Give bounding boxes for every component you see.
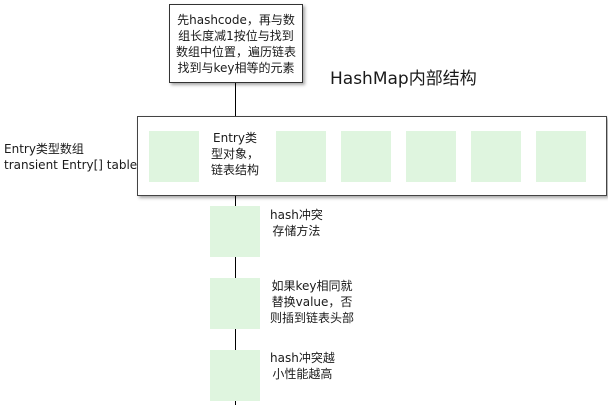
- entry-label-line: Entry类: [213, 131, 257, 145]
- chain-note: hash冲突 存储方法: [270, 207, 323, 239]
- chain-note-line: 则插到链表头部: [270, 311, 355, 325]
- chain-note-line: hash冲突越: [270, 351, 335, 365]
- array-label-line: transient Entry[] table;: [4, 158, 142, 172]
- note-line: 组长度减1按位与找到: [178, 29, 294, 43]
- chain-node: [210, 206, 260, 257]
- array-cell: [536, 131, 586, 182]
- entry-cell-label: Entry类 型对象， 链表结构: [206, 130, 264, 178]
- chain-note-line: 替换value，否: [271, 295, 353, 309]
- chain-note: hash冲突越 小性能越高: [270, 350, 335, 382]
- entry-array: [137, 116, 607, 196]
- diagram-title: HashMap内部结构: [330, 69, 477, 89]
- array-cell: [149, 131, 199, 182]
- chain-node: [210, 278, 260, 329]
- chain-note-line: 如果key相同就: [271, 279, 353, 293]
- lookup-note-box: 先hashcode，再与数 组长度减1按位与找到 数组中位置，遍历链表 找到与k…: [169, 4, 303, 83]
- chain-note: 如果key相同就 替换value，否 则插到链表头部: [270, 278, 354, 326]
- array-cell: [276, 131, 326, 182]
- connector-top: [235, 83, 236, 116]
- array-cell: [341, 131, 391, 182]
- entry-label-line: 链表结构: [210, 163, 259, 177]
- chain-node: [210, 350, 260, 401]
- array-cell: [406, 131, 456, 182]
- note-line: 数组中位置，遍历链表: [175, 45, 296, 59]
- array-label: Entry类型数组 transient Entry[] table;: [4, 141, 141, 173]
- array-cell: [471, 131, 521, 182]
- chain-note-line: 存储方法: [272, 224, 321, 238]
- note-line: 找到与key相等的元素: [177, 61, 295, 75]
- chain-note-line: 小性能越高: [272, 367, 333, 381]
- chain-note-line: hash冲突: [270, 208, 323, 222]
- array-label-line: Entry类型数组: [4, 142, 84, 156]
- note-line: 先hashcode，再与数: [177, 13, 295, 27]
- entry-label-line: 型对象，: [210, 147, 259, 161]
